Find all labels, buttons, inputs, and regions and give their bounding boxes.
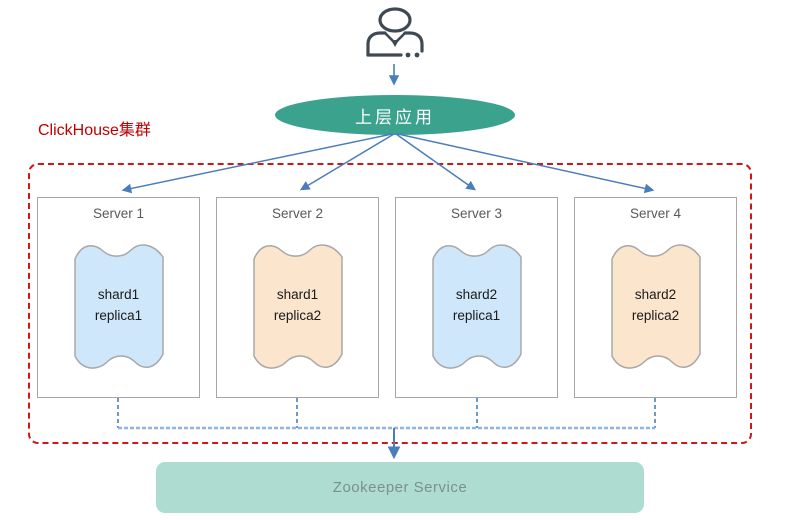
server-2-box: Server 2 shard1 replica2 — [216, 197, 379, 398]
shard-name: shard1 — [276, 287, 319, 302]
upper-application-ellipse: 上层应用 — [275, 95, 515, 135]
server-1-box: Server 1 shard1 replica1 — [37, 197, 200, 398]
document-shape-path — [611, 244, 701, 369]
replica-label: shard1 replica2 — [217, 284, 378, 326]
server-3-title: Server 3 — [450, 206, 503, 221]
document-shape — [253, 244, 343, 369]
shard-name: shard2 — [455, 287, 498, 302]
document-shape — [74, 244, 164, 369]
replica-label: shard2 replica1 — [396, 284, 557, 326]
replica-label: shard1 replica1 — [38, 284, 199, 326]
server-1-title: Server 1 — [92, 206, 145, 221]
document-shape-path — [253, 244, 343, 369]
document-shape-path — [74, 244, 164, 369]
server-4-box: Server 4 shard2 replica2 — [574, 197, 737, 398]
replica-label: shard2 replica2 — [575, 284, 736, 326]
zookeeper-service-box: Zookeeper Service — [156, 462, 644, 513]
server-2-title: Server 2 — [271, 206, 324, 221]
cluster-label: ClickHouse集群 — [38, 122, 151, 139]
document-shape — [611, 244, 701, 369]
replica-name: replica1 — [94, 308, 143, 323]
replica-name: replica2 — [273, 308, 322, 323]
server-3-box: Server 3 shard2 replica1 — [395, 197, 558, 398]
server-4-title: Server 4 — [629, 206, 682, 221]
shard-name: shard2 — [634, 287, 677, 302]
document-shape-path — [432, 244, 522, 369]
user-icon — [361, 3, 427, 61]
replica-name: replica2 — [631, 308, 680, 323]
replica-name: replica1 — [452, 308, 501, 323]
operator-person-icon — [366, 7, 424, 58]
document-shape — [432, 244, 522, 369]
zookeeper-service-label: Zookeeper Service — [332, 479, 468, 496]
shard-name: shard1 — [97, 287, 140, 302]
upper-application-label: 上层应用 — [355, 107, 435, 127]
